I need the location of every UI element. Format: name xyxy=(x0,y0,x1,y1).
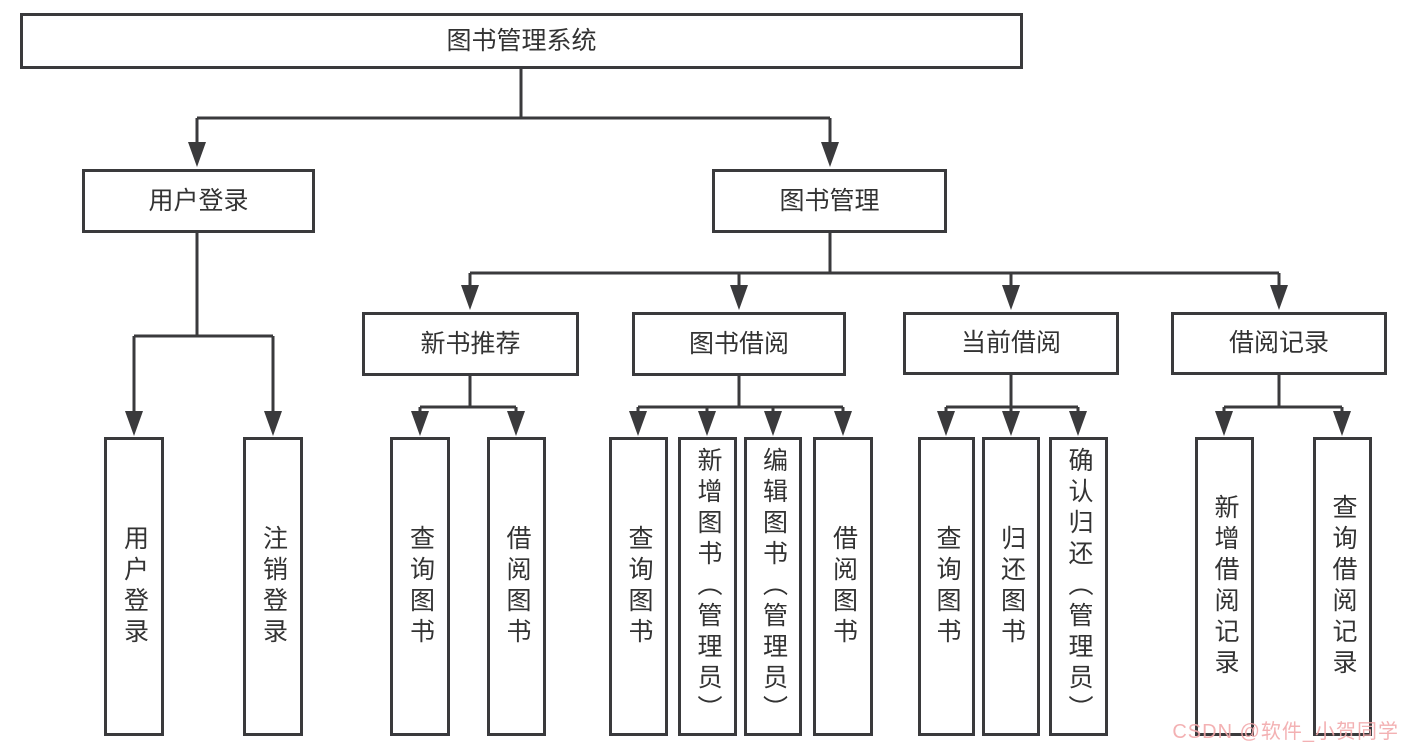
connector-root-to-level2 xyxy=(195,69,832,145)
arrowhead xyxy=(1333,411,1351,436)
connector-book-mgmt-children xyxy=(468,233,1281,290)
node-label: 用户登录 xyxy=(120,524,149,649)
node-root-library-system: 图书管理系统 xyxy=(20,13,1023,69)
node-label: 查询图书 xyxy=(406,524,435,649)
arrowhead xyxy=(188,142,206,167)
leaf-logout: 注销登录 xyxy=(243,437,303,736)
node-label: 查询图书 xyxy=(625,524,653,649)
arrowhead xyxy=(821,142,839,167)
node-label: 图书管理 xyxy=(779,186,880,215)
arrowhead xyxy=(1069,411,1087,436)
leaf-query-books-recommend: 查询图书 xyxy=(390,437,450,736)
arrowhead xyxy=(764,411,782,436)
arrowhead xyxy=(698,411,716,436)
arrowhead xyxy=(507,411,525,436)
node-label: 借阅图书 xyxy=(829,524,858,649)
arrowhead xyxy=(1002,411,1020,436)
arrowhead xyxy=(1002,285,1020,310)
node-label: 新增借阅记录 xyxy=(1211,493,1239,680)
arrowhead xyxy=(411,411,429,436)
leaf-return-books: 归还图书 xyxy=(982,437,1040,736)
node-label: 图书管理系统 xyxy=(446,26,597,55)
arrowhead xyxy=(629,411,647,436)
arrowhead xyxy=(834,411,852,436)
leaf-confirm-return-admin: 确认归还（管理员） xyxy=(1049,437,1108,736)
node-new-book-recommend: 新书推荐 xyxy=(362,312,579,376)
node-user-login-branch: 用户登录 xyxy=(82,169,315,233)
node-label: 确认归还（管理员） xyxy=(1065,447,1093,726)
arrowhead xyxy=(1270,285,1288,310)
node-label: 新增图书（管理员） xyxy=(694,447,722,726)
arrowhead xyxy=(461,285,479,310)
arrowhead xyxy=(1215,411,1233,436)
leaf-query-borrow-record: 查询借阅记录 xyxy=(1313,437,1372,736)
node-label: 借阅图书 xyxy=(503,524,531,649)
node-label: 查询借阅记录 xyxy=(1329,493,1357,680)
node-label: 当前借阅 xyxy=(960,329,1061,357)
node-label: 查询图书 xyxy=(933,524,961,649)
leaf-borrow-books-recommend: 借阅图书 xyxy=(487,437,546,736)
leaf-edit-books-admin: 编辑图书（管理员） xyxy=(744,437,802,736)
connector-new-book-children xyxy=(418,376,518,418)
node-label: 用户登录 xyxy=(148,186,249,215)
node-label: 新书推荐 xyxy=(420,329,521,358)
node-label: 图书借阅 xyxy=(688,329,789,358)
node-book-management: 图书管理 xyxy=(712,169,947,233)
leaf-add-borrow-record: 新增借阅记录 xyxy=(1195,437,1254,736)
connector-borrow-children xyxy=(636,376,845,418)
node-label: 注销登录 xyxy=(259,524,288,649)
leaf-add-books-admin: 新增图书（管理员） xyxy=(678,437,737,736)
leaf-query-books-current: 查询图书 xyxy=(918,437,975,736)
arrowhead xyxy=(125,411,143,436)
leaf-user-login: 用户登录 xyxy=(104,437,164,736)
node-borrow-records: 借阅记录 xyxy=(1171,312,1387,375)
csdn-watermark: CSDN @软件_小贺同学 xyxy=(1172,721,1399,743)
arrowhead xyxy=(264,411,282,436)
node-label: 归还图书 xyxy=(997,524,1026,649)
node-current-borrow: 当前借阅 xyxy=(903,312,1119,375)
node-book-borrow: 图书借阅 xyxy=(632,312,846,376)
leaf-query-books-borrow: 查询图书 xyxy=(609,437,668,736)
arrowhead xyxy=(730,285,748,310)
leaf-borrow-books: 借阅图书 xyxy=(813,437,873,736)
connector-user-login-children xyxy=(132,233,275,418)
arrowhead xyxy=(937,411,955,436)
connector-records-children xyxy=(1222,375,1344,418)
node-label: 借阅记录 xyxy=(1228,329,1329,357)
node-label: 编辑图书（管理员） xyxy=(759,447,788,726)
